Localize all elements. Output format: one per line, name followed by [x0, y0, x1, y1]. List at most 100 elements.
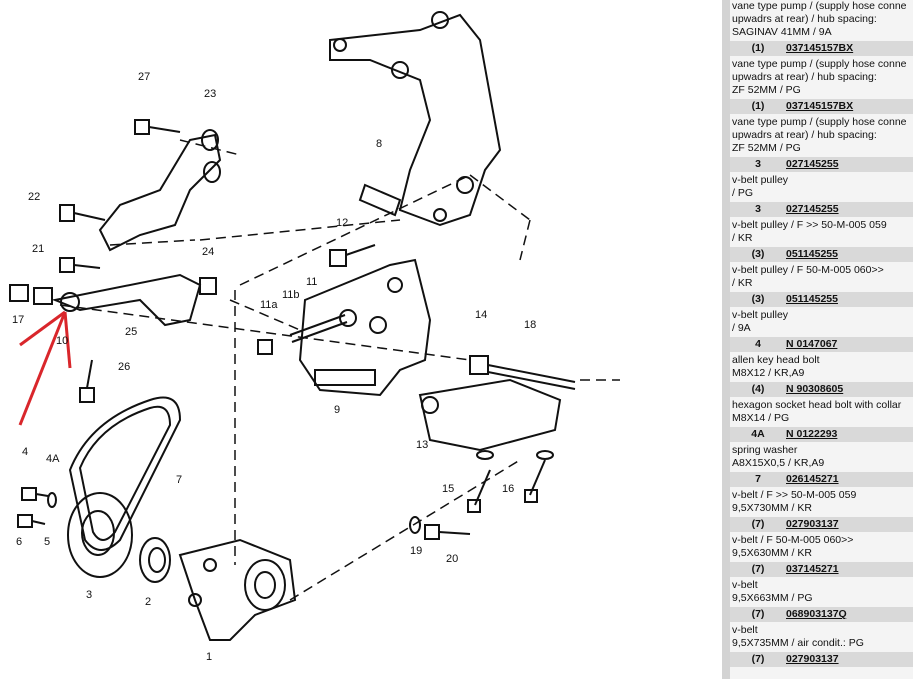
part-number-link[interactable]: 037145157BX [786, 100, 854, 112]
callout-label: 26 [118, 361, 130, 373]
part-row-header: (3) 051145255 [730, 292, 913, 307]
callout-label: 13 [416, 439, 428, 451]
part-description-line: upwadrs at rear) / hub spacing: [732, 71, 877, 83]
callout-label: 3 [86, 589, 92, 601]
part-description-line: allen key head bolt [732, 354, 820, 366]
part-row-header: 3 027145255 [730, 157, 913, 172]
part-number-link[interactable]: 051145255 [786, 248, 838, 260]
red-arrow-icon [18, 310, 72, 426]
part-description-line: v-belt / F >> 50-M-005 059 [732, 489, 857, 501]
callout-label: 25 [125, 326, 137, 338]
callout-label: 6 [16, 536, 22, 548]
part-description-line: spring washer [732, 444, 798, 456]
part-number-link[interactable]: 027145255 [786, 158, 839, 170]
part-row-header: (3) 051145255 [730, 247, 913, 262]
part-number-link[interactable]: N 90308605 [786, 383, 844, 395]
part-quantity: (7) [751, 653, 765, 665]
part-number-link[interactable]: 027903137 [786, 518, 839, 530]
part-description-line: 9,5X730MM / KR [732, 502, 812, 514]
callout-label: 22 [28, 191, 40, 203]
callout-label: 18 [524, 319, 536, 331]
part-quantity: (1) [751, 42, 765, 54]
part-quantity: (4) [751, 383, 765, 395]
callout-label: 21 [32, 243, 44, 255]
callout-label: 24 [202, 246, 214, 258]
part-quantity: (7) [751, 608, 765, 620]
part-quantity: (1) [751, 100, 765, 112]
part-description-line: SAGINAV 41MM / 9A [732, 26, 832, 38]
part-description-line: upwadrs at rear) / hub spacing: [732, 129, 877, 141]
part-quantity: (3) [751, 248, 765, 260]
callout-label: 8 [376, 138, 382, 150]
part-quantity: 3 [755, 158, 761, 170]
part-description-line: 9,5X630MM / KR [732, 547, 812, 559]
callout-label: 10 [56, 335, 68, 347]
part-description-line: ZF 52MM / PG [732, 84, 801, 96]
part-description-line: v-belt pulley [732, 309, 789, 321]
part-number-link[interactable]: N 0147067 [786, 338, 838, 350]
part-quantity: (7) [751, 563, 765, 575]
callout-label: 1 [206, 651, 212, 663]
callout-label: 4A [46, 453, 60, 465]
part-quantity: 3 [755, 203, 761, 215]
callout-label: 11 [306, 276, 317, 288]
part-number-link[interactable]: 051145255 [786, 293, 838, 305]
callout-label: 27 [138, 71, 150, 83]
part-number-link[interactable]: 027145255 [786, 203, 839, 215]
parts-diagram: 27 23 22 21 24 17 10 25 26 12 11 11b 11a… [9, 11, 620, 663]
part-description-line: / 9A [732, 322, 751, 334]
part-description-line: ZF 52MM / PG [732, 142, 801, 154]
part-quantity: (3) [751, 293, 765, 305]
part-description-line: upwadrs at rear) / hub spacing: [732, 13, 877, 25]
part-row-header: (7) 027903137 [730, 652, 913, 667]
part-number-link[interactable]: 026145271 [786, 473, 839, 485]
part-number-link[interactable]: 068903137Q [786, 608, 847, 620]
part-row-header: 3 027145255 [730, 202, 913, 217]
part-number-link[interactable]: 037145157BX [786, 42, 854, 54]
part-number-link[interactable]: N 0122293 [786, 428, 838, 440]
callout-label: 7 [176, 474, 182, 486]
callout-label: 19 [410, 545, 422, 557]
part-description-line: v-belt pulley [732, 174, 789, 186]
part-description-line: v-belt [732, 624, 758, 636]
part-quantity: (7) [751, 518, 765, 530]
part-row-header: (7) 068903137Q [730, 607, 913, 622]
part-description-line: A8X15X0,5 / KR,A9 [732, 457, 825, 469]
callout-label: 11a [260, 299, 278, 311]
part-description-line: v-belt pulley / F 50-M-005 060>> [732, 264, 884, 276]
callout-label: 12 [336, 217, 348, 229]
part-description-line: 9,5X735MM / air condit.: PG [732, 637, 864, 649]
part-description-line: v-belt [732, 579, 758, 591]
callout-label: 5 [44, 536, 50, 548]
callout-label: 16 [502, 483, 514, 495]
part-description-line: vane type pump / (supply hose conne [732, 58, 907, 70]
callout-label: 15 [442, 483, 454, 495]
callout-label: 4 [22, 446, 28, 458]
callout-label: 14 [475, 309, 487, 321]
part-description-line: vane type pump / (supply hose conne [732, 116, 907, 128]
callout-label: 17 [12, 314, 24, 326]
part-row-header: 4 N 0147067 [730, 337, 913, 352]
part-description-line: M8X14 / PG [732, 412, 790, 424]
part-description-line: v-belt / F 50-M-005 060>> [732, 534, 854, 546]
part-row-header: (1) 037145157BX [730, 99, 913, 114]
part-row-header: (7) 037145271 [730, 562, 913, 577]
callout-label: 20 [446, 553, 458, 565]
part-row-header: (7) 027903137 [730, 517, 913, 532]
callout-label: 11b [282, 289, 300, 301]
part-row-header: 7 026145271 [730, 472, 913, 487]
callout-label: 23 [204, 88, 216, 100]
part-number-link[interactable]: 027903137 [786, 653, 839, 665]
part-quantity: 7 [755, 473, 761, 485]
part-row-header: (1) 037145157BX [730, 41, 913, 56]
part-description-line: / PG [732, 187, 754, 199]
part-description-line: M8X12 / KR,A9 [732, 367, 805, 379]
part-quantity: 4A [751, 428, 765, 440]
part-number-link[interactable]: 037145271 [786, 563, 839, 575]
part-quantity: 4 [755, 338, 761, 350]
panel-divider [722, 0, 730, 679]
part-description-line: 9,5X663MM / PG [732, 592, 813, 604]
callout-label: 9 [334, 404, 340, 416]
part-row-header: (4) N 90308605 [730, 382, 913, 397]
